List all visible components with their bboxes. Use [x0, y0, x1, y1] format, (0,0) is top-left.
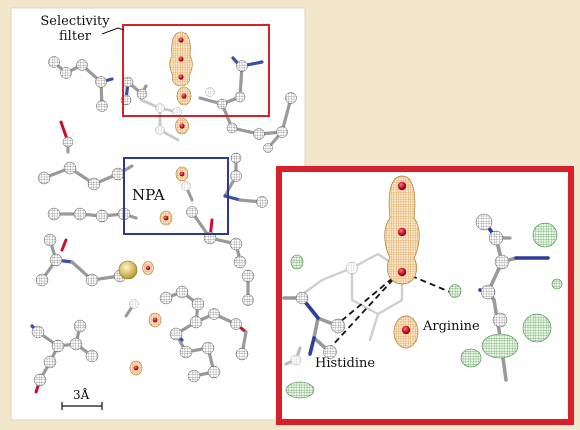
label-histidine: Histidine — [315, 356, 376, 371]
inset-water-oxygens — [397, 181, 411, 335]
inset-frame — [276, 166, 574, 425]
inset-atoms — [290, 213, 510, 366]
label-selectivity-filter: Selectivity filter — [40, 14, 110, 44]
selectivity-leader-line — [101, 27, 125, 35]
label-arginine: Arginine — [423, 319, 480, 334]
inset-green-densities — [285, 222, 563, 399]
selectivity-filter-box — [122, 24, 270, 117]
main-water-oxygens — [133, 37, 187, 371]
main-atoms — [31, 56, 297, 387]
scale-bar — [61, 402, 103, 410]
hydrogen-bonds — [329, 271, 451, 349]
npa-box — [123, 157, 229, 235]
label-scale-bar: 3Å — [73, 388, 90, 402]
sulfur-atom — [118, 260, 138, 280]
label-npa: NPA — [132, 186, 165, 204]
